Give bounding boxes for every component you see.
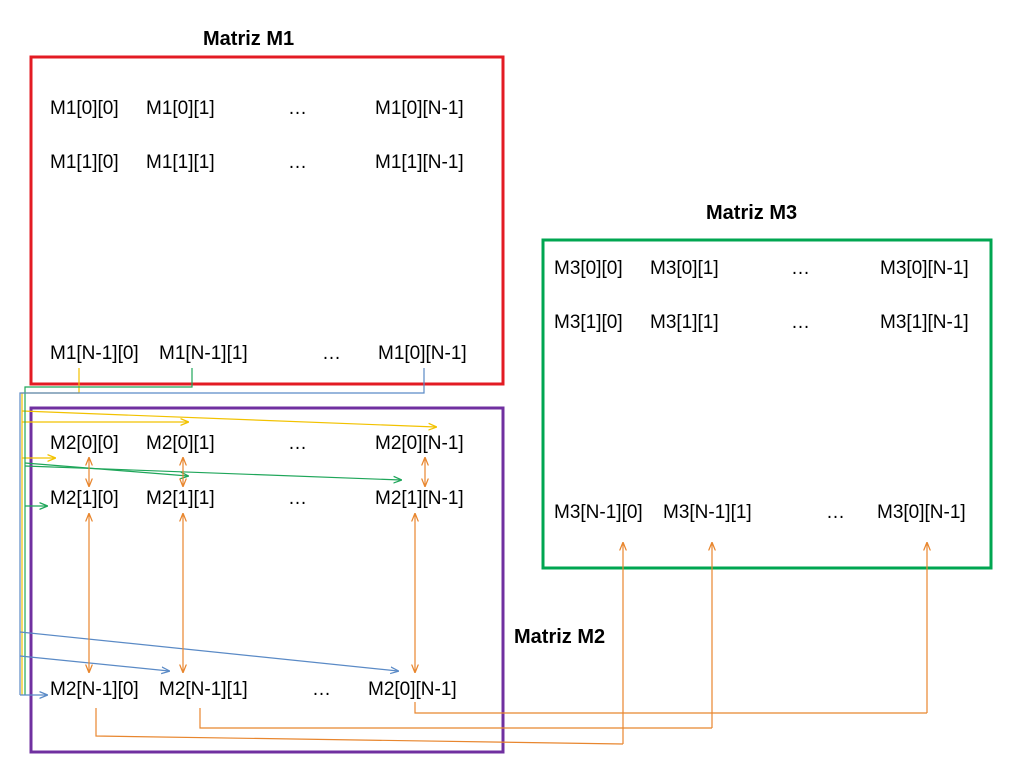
m1-ellipsis: …	[288, 152, 307, 173]
m1-cell: M1[1][1]	[146, 152, 215, 173]
m1-cell: M1[N-1][1]	[159, 343, 248, 364]
m3-ellipsis: …	[791, 312, 810, 333]
green-arrows	[24, 368, 401, 695]
orange-connector	[95, 708, 624, 745]
m2-cell: M2[0][N-1]	[368, 679, 457, 700]
m2-cell: M2[0][N-1]	[375, 433, 464, 454]
blue-arrow	[19, 631, 398, 671]
m1-ellipsis: …	[288, 98, 307, 119]
m1-cell: M1[0][N-1]	[375, 98, 464, 119]
matrix-m3-box	[541, 238, 993, 570]
m2-ellipsis: …	[288, 433, 307, 454]
orange-connector	[414, 702, 927, 714]
m1-cell: M1[N-1][0]	[50, 343, 139, 364]
green-connector	[24, 368, 193, 695]
m1-cell: M1[1][0]	[50, 152, 119, 173]
m2-cell: M2[0][0]	[50, 433, 119, 454]
m1-cell: M1[1][N-1]	[375, 152, 464, 173]
m3-cell: M3[1][N-1]	[880, 312, 969, 333]
m1-ellipsis: …	[322, 343, 341, 364]
yellow-arrows	[21, 368, 436, 695]
orange-connector	[199, 708, 712, 729]
m2-cell: M2[1][N-1]	[375, 488, 464, 509]
yellow-arrow	[21, 410, 436, 427]
m3-cell: M3[1][1]	[650, 312, 719, 333]
green-arrow	[24, 465, 401, 480]
m1-cell: M1[0][0]	[50, 98, 119, 119]
m3-ellipsis: …	[791, 258, 810, 279]
m3-cell: M3[0][1]	[650, 258, 719, 279]
m2-cell: M2[N-1][0]	[50, 679, 139, 700]
blue-connector	[19, 368, 425, 695]
orange-result-arrows	[95, 543, 927, 745]
m2-cell: M2[1][0]	[50, 488, 119, 509]
matrix-m3-title: Matriz M3	[706, 202, 797, 224]
m2-ellipsis: …	[288, 488, 307, 509]
m3-cell: M3[N-1][0]	[554, 502, 643, 523]
m3-cell: M3[0][0]	[554, 258, 623, 279]
m2-cell: M2[0][1]	[146, 433, 215, 454]
m3-cell: M3[0][N-1]	[877, 502, 966, 523]
m3-ellipsis: …	[826, 502, 845, 523]
m2-cell: M2[N-1][1]	[159, 679, 248, 700]
m2-cell: M2[1][1]	[146, 488, 215, 509]
blue-arrows	[19, 368, 425, 695]
m3-cell: M3[0][N-1]	[880, 258, 969, 279]
m3-cell: M3[1][0]	[554, 312, 623, 333]
m2-ellipsis: …	[312, 679, 331, 700]
m3-cell: M3[N-1][1]	[663, 502, 752, 523]
blue-arrow	[19, 655, 169, 671]
matrix-m1-box	[29, 55, 505, 386]
matrix-m2-title: Matriz M2	[514, 626, 605, 648]
matrix-m2-box	[29, 406, 505, 754]
orange-column-arrows	[89, 458, 425, 672]
m1-cell: M1[0][1]	[146, 98, 215, 119]
matrix-m1-title: Matriz M1	[203, 28, 294, 50]
m1-cell: M1[0][N-1]	[378, 343, 467, 364]
